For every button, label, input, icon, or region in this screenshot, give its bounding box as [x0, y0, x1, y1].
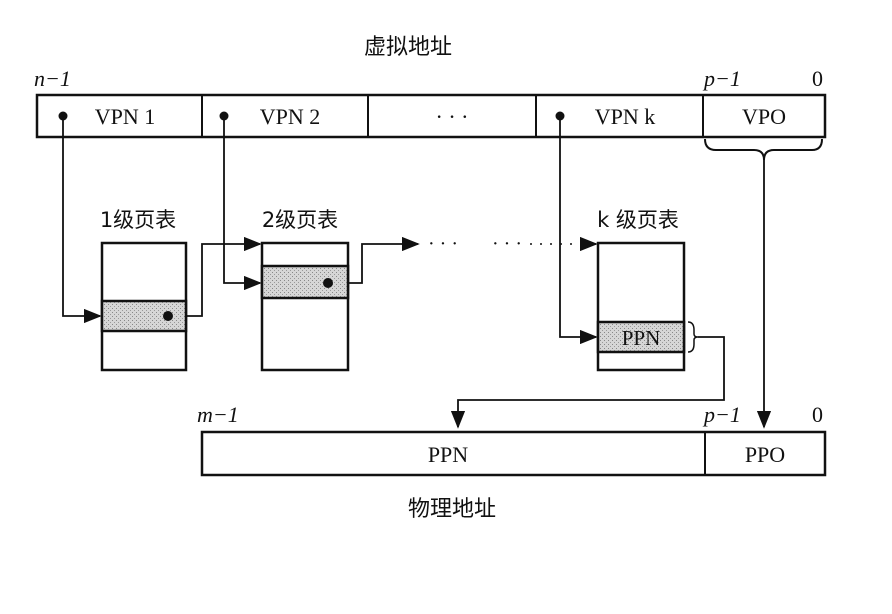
page-table-k-label: k 级页表 [597, 208, 679, 232]
va-field-ellipsis: · · · [436, 104, 469, 129]
page-table-1 [100, 241, 188, 372]
va-right-bit-label: 0 [812, 66, 823, 91]
pa-right-bit-label: 0 [812, 402, 823, 427]
pa-left-bit-label: m−1 [197, 402, 239, 427]
arrow-ppn-to-pa [450, 336, 725, 429]
levels-ellipsis-2: · · · [492, 233, 522, 255]
ppn-brace [687, 321, 699, 353]
page-table-k-entry [596, 320, 686, 354]
virtual-address-title: 虚拟地址 [364, 35, 452, 60]
page-table-1-label: 1级页表 [100, 208, 176, 232]
pa-field-ppn: PPN [428, 442, 468, 467]
levels-ellipsis-1: · · · [428, 233, 458, 255]
pt1-entry-dot [163, 311, 173, 321]
arrow-pt1-to-pt2 [186, 236, 262, 317]
va-field-vpn1: VPN 1 [95, 104, 156, 129]
virtual-address-bar: VPN 1 VPN 2 · · · VPN k VPO [35, 93, 827, 139]
page-table-2-entry [260, 264, 350, 300]
physical-address-title: 物理地址 [408, 497, 496, 522]
page-table-k-ppn: PPN [622, 326, 661, 350]
arrow-vpnk-to-ptk [559, 116, 598, 345]
arrow-pt2-to-next [348, 236, 420, 284]
pa-split-bit-label: p−1 [702, 402, 741, 427]
page-table-2-label: 2级页表 [262, 208, 338, 232]
arrow-vpn2-to-pt2 [223, 116, 262, 291]
arrow-vpn1-to-pt1 [62, 116, 102, 324]
page-table-k: PPN [596, 241, 699, 372]
page-table-1-entry [100, 299, 188, 333]
va-left-bit-label: n−1 [34, 66, 71, 91]
page-table-2 [260, 241, 350, 372]
va-split-bit-label: p−1 [702, 66, 741, 91]
va-field-vpn2: VPN 2 [260, 104, 321, 129]
pa-field-ppo: PPO [745, 442, 785, 467]
va-field-vpnk: VPN k [595, 104, 656, 129]
va-field-vpo: VPO [742, 104, 786, 129]
physical-address-bar: PPN PPO [200, 430, 827, 477]
pt2-entry-dot [323, 278, 333, 288]
vpo-brace [704, 138, 823, 161]
